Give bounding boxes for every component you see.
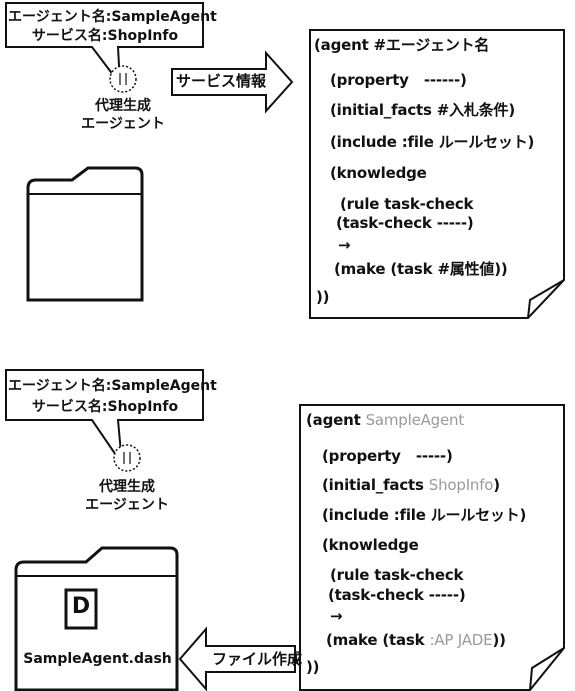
bottom-callout-bubble bbox=[5, 369, 204, 468]
bottom-code-line-9: (make (task :AP JADE)) bbox=[326, 631, 506, 649]
dash-file-icon bbox=[64, 588, 98, 630]
top-code-line-4: (include :file ルールセット) bbox=[330, 133, 535, 151]
bottom-agent-label-line-2: エージェント bbox=[85, 497, 169, 513]
top-arrow-label: サービス情報 bbox=[176, 72, 267, 90]
bottom-agent-icon bbox=[113, 444, 141, 472]
bottom-code-line-7: (task-check -----) bbox=[328, 586, 466, 604]
bottom-code-line-8: → bbox=[330, 607, 343, 625]
top-code-line-7: (task-check -----) bbox=[336, 214, 474, 232]
bottom-code-line-5: (knowledge bbox=[322, 536, 419, 554]
top-callout-line-2: サービス名:ShopInfo bbox=[31, 28, 179, 44]
bottom-code-line-2: (property -----) bbox=[322, 447, 453, 465]
top-code-line-8: → bbox=[338, 236, 351, 254]
bottom-callout-line-2: サービス名:ShopInfo bbox=[31, 399, 179, 415]
top-callout-bubble bbox=[5, 2, 204, 88]
top-agent-label-line-1: 代理生成 bbox=[95, 98, 151, 114]
top-callout-line-1: エージェント名:SampleAgent bbox=[8, 9, 217, 25]
bottom-code-line-1: (agent SampleAgent bbox=[306, 411, 465, 429]
bottom-code-line-4: (include :file ルールセット) bbox=[322, 506, 527, 524]
top-code-line-5: (knowledge bbox=[330, 164, 427, 182]
bottom-arrow-label: ファイル作成 bbox=[212, 650, 303, 668]
top-code-line-9: (make (task #属性値)) bbox=[334, 260, 508, 278]
dash-file-name: SampleAgent.dash bbox=[23, 651, 172, 667]
top-code-document bbox=[309, 29, 565, 319]
top-folder-icon bbox=[26, 166, 144, 302]
bottom-file-create-arrow bbox=[178, 626, 296, 691]
top-code-line-10: )) bbox=[316, 288, 330, 306]
top-code-line-1: (agent #エージェント名 bbox=[314, 36, 490, 54]
top-code-line-6: (rule task-check bbox=[340, 195, 474, 213]
top-agent-icon bbox=[109, 65, 137, 93]
bottom-callout-line-1: エージェント名:SampleAgent bbox=[8, 378, 217, 394]
bottom-code-line-3: (initial_facts ShopInfo) bbox=[322, 476, 500, 494]
top-code-line-3: (initial_facts #入札条件) bbox=[330, 101, 515, 119]
top-service-info-arrow bbox=[171, 50, 294, 114]
bottom-agent-label-line-1: 代理生成 bbox=[99, 479, 155, 495]
bottom-code-line-10: )) bbox=[306, 658, 320, 676]
top-agent-label-line-2: エージェント bbox=[81, 116, 165, 132]
dash-file-letter: D bbox=[71, 594, 91, 619]
top-code-line-2: (property ------) bbox=[330, 71, 467, 89]
bottom-code-document bbox=[299, 404, 565, 691]
bottom-code-line-6: (rule task-check bbox=[330, 566, 464, 584]
